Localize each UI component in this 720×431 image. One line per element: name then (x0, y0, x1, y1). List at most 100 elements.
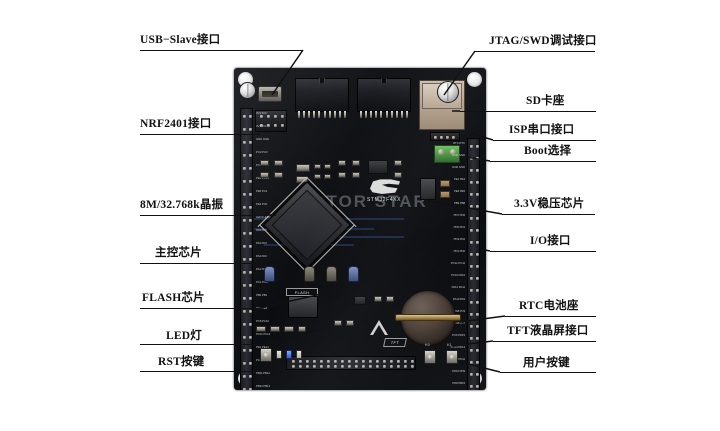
right-pin-label: PE1 PE3 (453, 177, 465, 181)
smd-ic-small (368, 160, 388, 174)
smd-capacitor (260, 160, 269, 166)
smd-transistor (354, 296, 366, 305)
left-pin-label: PC11 PC12 (256, 332, 271, 336)
right-pin-label: PA10 PA9 (452, 297, 465, 301)
right-pin-label: PA12 PA11 (451, 285, 466, 289)
tft-lcd-header (286, 356, 416, 370)
callout-rule (490, 161, 596, 162)
header-key-slot (319, 78, 325, 83)
status-led (296, 350, 302, 359)
film-capacitor (348, 266, 359, 282)
callout-rule (493, 341, 596, 342)
callout-label-boot-select: Boot选择 (524, 145, 572, 157)
callout-label-usb-slave: USB−Slave接口 (140, 34, 221, 46)
mcu-part-number: STM32F4XX (367, 197, 402, 203)
callout-label-crystal: 8M/32.768k晶振 (140, 199, 224, 211)
electrolytic-capacitor-right (437, 81, 459, 103)
callout-rule (140, 308, 260, 309)
left-pin-label: PB13 PB14 (256, 384, 271, 388)
pcb-trace (294, 236, 404, 238)
callout-rule (460, 111, 596, 112)
smd-capacitor (338, 160, 346, 166)
callout-rule (505, 316, 596, 317)
left-pin-label: PA1 PA7 (256, 267, 267, 271)
right-pin-label: PD1 PD0 (453, 249, 465, 253)
smd-resistor (284, 326, 294, 332)
left-pin-label: PB0 PB1 (256, 293, 268, 297)
callout-label-sd-socket: SD卡座 (526, 95, 565, 107)
callout-rule (140, 134, 260, 135)
stm32f4-development-board: VICTOR STAR (234, 68, 486, 390)
crystal-8mhz (296, 164, 310, 172)
mini-usb-connector (258, 86, 282, 102)
stm32f4-mcu-chip (257, 176, 357, 275)
smd-capacitor (324, 164, 331, 169)
left-pin-label: PC2 PC3 (256, 150, 268, 154)
right-pin-label: PC10 PA15 (451, 273, 465, 277)
left-pin-label: LED1 LED0 (256, 215, 271, 219)
smd-capacitor (374, 296, 382, 302)
smd-resistor (260, 172, 269, 178)
right-pin-label: GND GND (452, 153, 465, 157)
tft-header-pins (287, 357, 415, 369)
callout-label-reset: RST按键 (158, 356, 205, 368)
smd-capacitor (274, 160, 283, 166)
tft-silkscreen-label: TFT (383, 338, 407, 347)
smd-capacitor (352, 160, 360, 166)
right-pin-label: PD5 PD4 (453, 225, 465, 229)
callout-label-io-port: I/O接口 (530, 235, 571, 247)
tantalum-capacitor (440, 191, 450, 198)
left-pin-label: PB11 PB12 (256, 371, 270, 375)
flash-silkscreen-label: FLASH (286, 288, 318, 296)
header-pin-row (298, 111, 346, 118)
nrf2401-header (255, 110, 287, 132)
left-pin-label: PE5 PC1 (256, 189, 268, 193)
callout-rule (490, 251, 596, 252)
user-button-k0[interactable] (424, 350, 436, 364)
smd-resistor (256, 326, 266, 332)
left-pin-label: PE1 PE14 (256, 345, 269, 349)
callout-label-led: LED灯 (166, 330, 202, 342)
smd-resistor (274, 172, 283, 178)
boot-select-terminal-block (434, 145, 460, 163)
smd-resistor (324, 174, 331, 179)
header-pin-row (360, 111, 408, 118)
terminal-screw (450, 149, 456, 155)
right-pin-label: PD10 PD9 (452, 369, 465, 373)
user-button-k1[interactable] (446, 350, 458, 364)
smd-capacitor (338, 172, 346, 178)
left-pin-label: PA4 PA0 (256, 254, 267, 258)
ldo-regulator-3v3 (420, 178, 436, 200)
smd-capacitor (352, 172, 360, 178)
left-pin-label: PC1 PC9 (256, 280, 268, 284)
smd-capacitor (314, 164, 321, 169)
callout-label-mcu: 主控芯片 (155, 247, 202, 259)
k0-silkscreen-label: K0 (425, 342, 430, 347)
mounting-hole-tr (467, 72, 482, 87)
smd-capacitor (346, 320, 354, 326)
right-pin-label: PC8 PC7 (453, 321, 465, 325)
callout-rule (500, 372, 596, 373)
terminal-screw (438, 149, 444, 155)
k1-silkscreen-label: K1 (447, 342, 452, 347)
header-key-slot (381, 78, 387, 83)
callout-label-rtc-battery: RTC电池座 (519, 300, 579, 312)
jtag-header-1 (295, 78, 349, 118)
right-pin-label: GND GND (452, 165, 465, 169)
isp-uart-header (430, 132, 460, 141)
callout-rule (140, 50, 303, 51)
reset-button[interactable] (260, 348, 272, 362)
left-pin-label: PA6 PA5 (256, 228, 267, 232)
callout-rule (502, 214, 595, 215)
right-pin-label: PE6 PE5 (453, 189, 465, 193)
callout-rule (493, 140, 596, 141)
electrolytic-capacitor-left (239, 82, 256, 99)
rtc-coin-cell-battery (395, 290, 461, 346)
esd-warning-logo (370, 320, 388, 335)
smd-capacitor (334, 320, 342, 326)
smd-capacitor (394, 172, 402, 178)
film-capacitor (264, 266, 275, 282)
right-pin-label: PC12 PC11 (450, 261, 465, 265)
jtag-header-2 (357, 78, 411, 118)
